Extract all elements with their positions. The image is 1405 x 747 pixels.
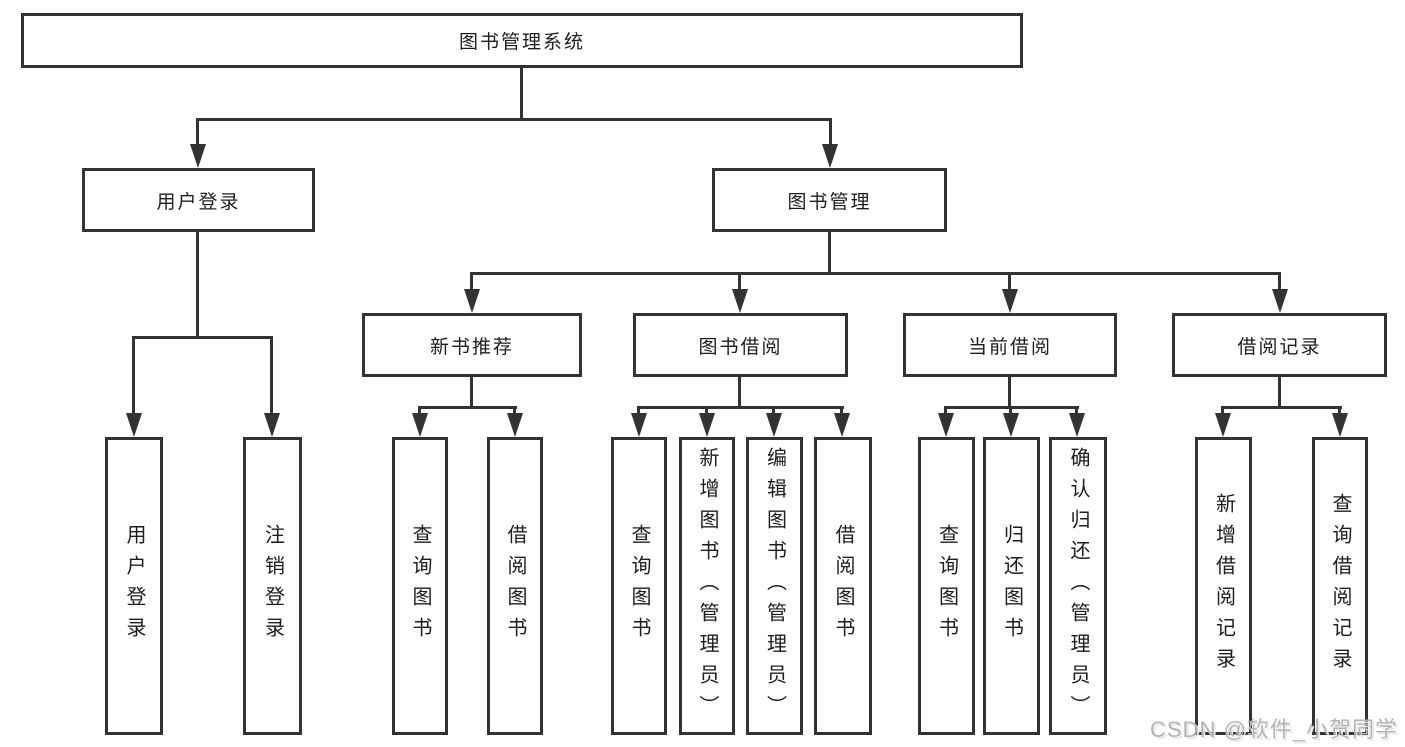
- connector-arrowhead: [264, 413, 280, 437]
- connector-hline: [196, 118, 832, 121]
- connector-arrowhead: [1069, 413, 1085, 437]
- connector-vline: [470, 377, 473, 406]
- connector-vline: [1008, 272, 1011, 291]
- connector-vline: [1009, 406, 1012, 415]
- leaf-query-borrow-record: 查询借阅记录: [1312, 437, 1368, 735]
- connector-vline: [196, 232, 199, 336]
- node-new-book-recommend: 新书推荐: [362, 313, 582, 377]
- node-user-login: 用户登录: [82, 168, 315, 232]
- connector-vline: [418, 406, 421, 415]
- connector-vline: [840, 406, 843, 415]
- node-current-borrow: 当前借阅: [903, 313, 1117, 377]
- connector-arrowhead: [1215, 413, 1231, 437]
- node-book-borrow: 图书借阅: [633, 313, 848, 377]
- node-borrow-records: 借阅记录: [1172, 313, 1387, 377]
- node-book-management: 图书管理: [712, 168, 947, 232]
- connector-hline: [637, 406, 844, 409]
- connector-arrowhead: [412, 413, 428, 437]
- leaf-borrow-books: 借阅图书: [814, 437, 872, 735]
- connector-vline: [738, 377, 741, 406]
- connector-hline: [1221, 406, 1342, 409]
- connector-vline: [132, 336, 135, 415]
- connector-arrowhead: [834, 413, 850, 437]
- connector-vline: [705, 406, 708, 415]
- connector-arrowhead: [1332, 413, 1348, 437]
- connector-arrowhead: [631, 413, 647, 437]
- leaf-query-books-borrow: 查询图书: [611, 437, 667, 735]
- leaf-add-book-admin: 新增图书（管理员）: [679, 437, 735, 735]
- leaf-user-login: 用户登录: [105, 437, 163, 735]
- leaf-query-books-current: 查询图书: [918, 437, 975, 735]
- connector-arrowhead: [464, 289, 480, 313]
- connector-vline: [1221, 406, 1224, 415]
- leaf-logout: 注销登录: [243, 437, 302, 735]
- connector-vline: [470, 272, 473, 291]
- connector-vline: [637, 406, 640, 415]
- connector-hline: [470, 272, 1281, 275]
- connector-vline: [829, 118, 832, 146]
- connector-vline: [520, 68, 523, 118]
- connector-vline: [772, 406, 775, 415]
- connector-vline: [828, 232, 831, 272]
- connector-arrowhead: [822, 144, 838, 168]
- connector-arrowhead: [938, 413, 954, 437]
- connector-vline: [1338, 406, 1341, 415]
- connector-arrowhead: [507, 413, 523, 437]
- connector-vline: [1278, 377, 1281, 406]
- connector-arrowhead: [1003, 413, 1019, 437]
- connector-arrowhead: [1002, 289, 1018, 313]
- connector-vline: [1075, 406, 1078, 415]
- leaf-confirm-return-admin: 确认归还（管理员）: [1049, 437, 1107, 735]
- connector-arrowhead: [699, 413, 715, 437]
- connector-vline: [944, 406, 947, 415]
- leaf-query-books-recommend: 查询图书: [392, 437, 448, 735]
- connector-arrowhead: [126, 413, 142, 437]
- connector-vline: [270, 336, 273, 415]
- leaf-return-book: 归还图书: [983, 437, 1040, 735]
- connector-arrowhead: [190, 144, 206, 168]
- connector-vline: [1008, 377, 1011, 406]
- connector-arrowhead: [732, 289, 748, 313]
- connector-vline: [196, 118, 199, 146]
- connector-arrowhead: [1272, 289, 1288, 313]
- connector-vline: [738, 272, 741, 291]
- connector-vline: [1278, 272, 1281, 291]
- connector-hline: [132, 336, 273, 339]
- connector-vline: [513, 406, 516, 415]
- leaf-edit-book-admin: 编辑图书（管理员）: [746, 437, 803, 735]
- connector-arrowhead: [766, 413, 782, 437]
- watermark-text: CSDN @软件_小贺同学: [1150, 717, 1399, 742]
- node-root: 图书管理系统: [21, 13, 1023, 68]
- leaf-add-borrow-record: 新增借阅记录: [1195, 437, 1252, 735]
- leaf-borrow-books-recommend: 借阅图书: [487, 437, 543, 735]
- connector-hline: [418, 406, 517, 409]
